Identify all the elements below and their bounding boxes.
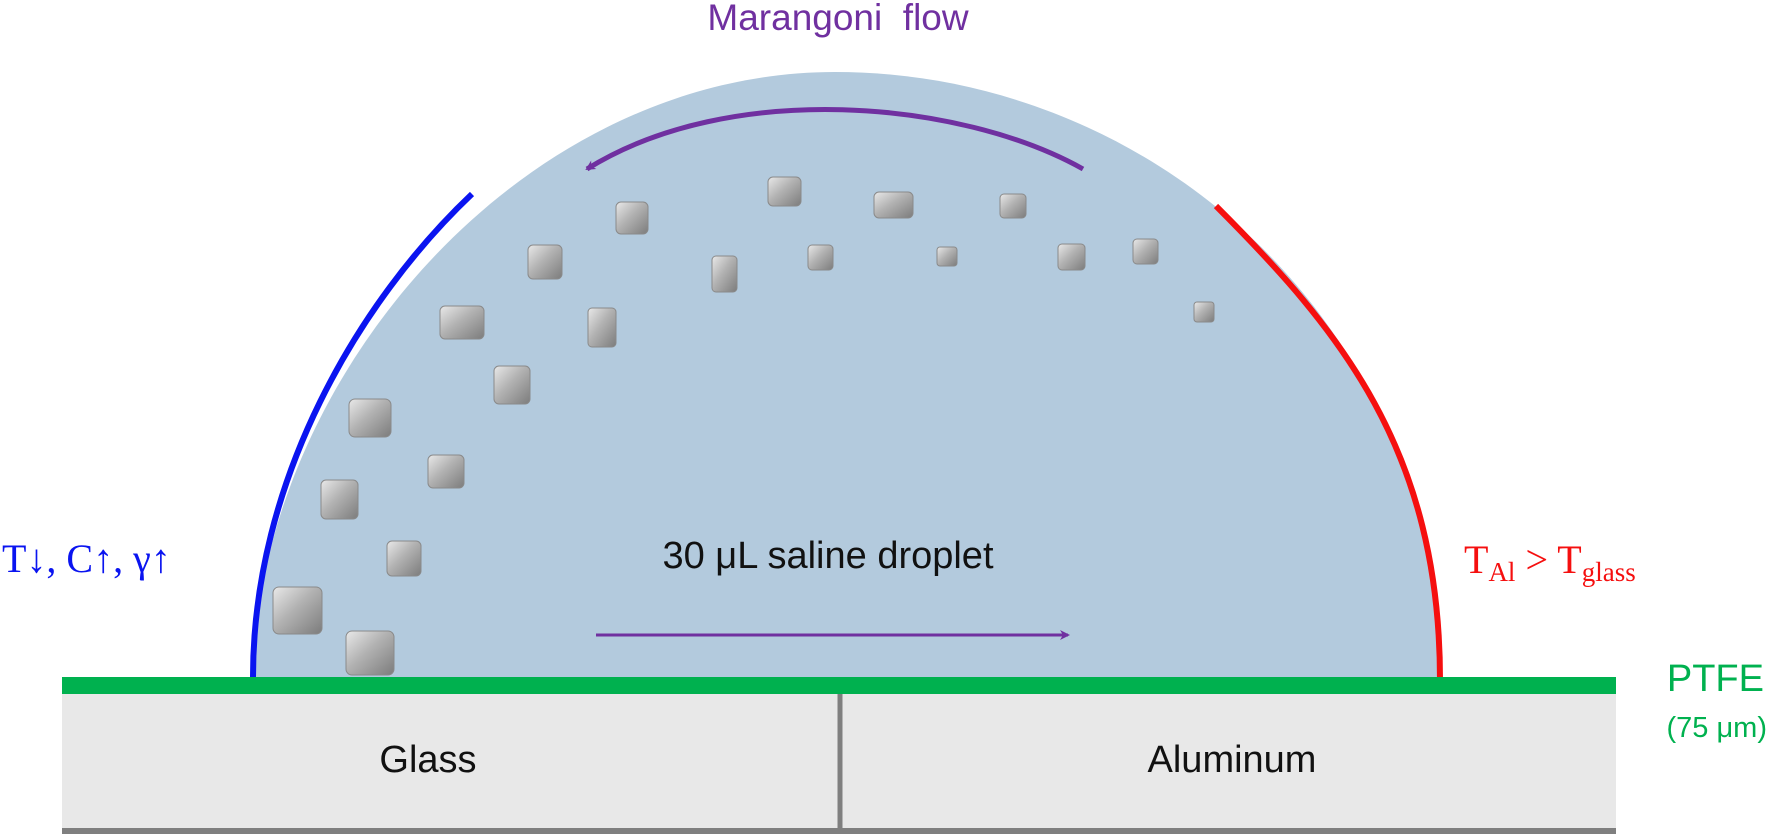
salt-crystal: [873, 191, 914, 219]
aluminum-label: Aluminum: [1148, 739, 1317, 781]
salt-crystal: [439, 305, 485, 340]
salt-crystal: [807, 244, 834, 271]
cold-side-condition-label: T↓, C↑, γ↑: [2, 536, 171, 581]
salt-crystal: [711, 255, 738, 293]
salt-crystal: [320, 479, 359, 520]
ptfe-thickness-label: (75 μm): [1667, 712, 1768, 744]
salt-crystal: [767, 176, 802, 207]
temperature-comparison-label: TAl > Tglass: [1464, 537, 1636, 587]
salt-crystal: [1057, 243, 1086, 271]
salt-crystal: [1193, 301, 1215, 323]
salt-crystal: [587, 307, 617, 348]
salt-crystal: [936, 246, 958, 267]
salt-crystal: [348, 398, 392, 438]
aluminum-substrate: [840, 693, 1616, 829]
salt-crystal: [999, 193, 1027, 219]
salt-crystals: [272, 176, 1215, 676]
cold-contact-line: [249, 191, 475, 681]
aluminum-subscript: Al: [1488, 557, 1515, 587]
glass-substrate: [62, 693, 840, 829]
salt-crystal: [427, 454, 465, 489]
greater-than-sign: >: [1515, 537, 1557, 582]
saline-droplet: [252, 72, 1440, 680]
salt-crystal: [527, 244, 563, 280]
salt-crystal: [615, 201, 649, 235]
salt-crystal: [1132, 238, 1159, 265]
glass-subscript: glass: [1582, 557, 1636, 587]
marangoni-flow-label: Marangoni flow: [707, 0, 968, 38]
salt-crystal: [386, 540, 422, 577]
marangoni-flow-arrow: [585, 107, 1085, 172]
salt-crystal: [272, 586, 323, 635]
ptfe-label: PTFE: [1667, 658, 1764, 700]
temperature-symbol-2: T: [1557, 537, 1581, 582]
glass-label: Glass: [379, 739, 476, 781]
droplet-label: 30 μL saline droplet: [662, 535, 993, 577]
ptfe-layer: [62, 677, 1616, 694]
temperature-symbol: T: [1464, 537, 1488, 582]
salt-crystal: [345, 630, 395, 676]
hot-contact-line: [1213, 203, 1443, 681]
salt-crystal: [493, 365, 531, 405]
